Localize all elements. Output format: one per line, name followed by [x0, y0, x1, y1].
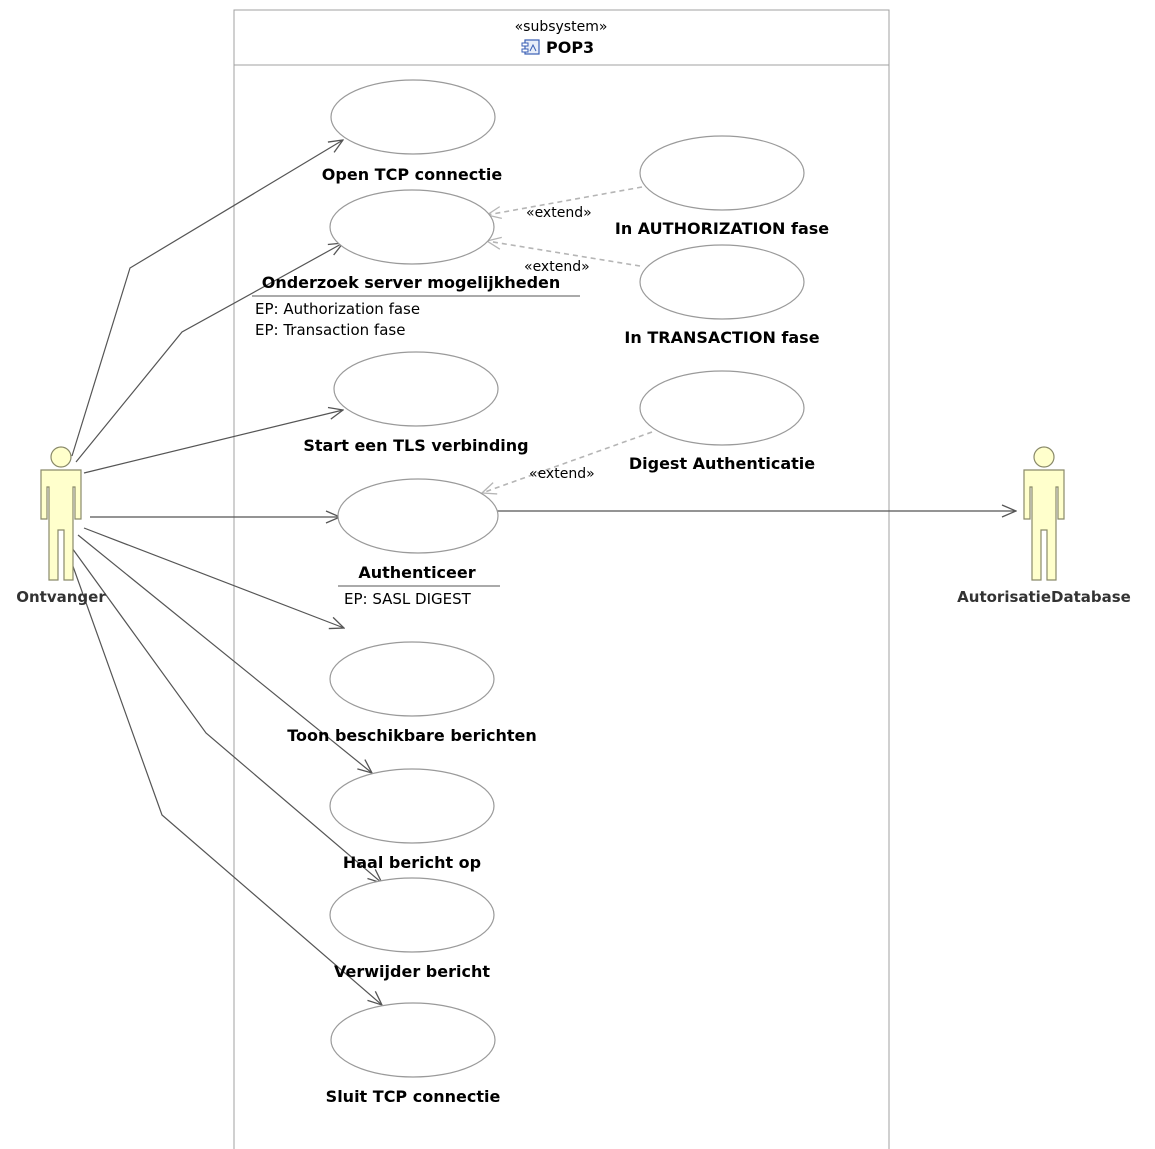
svg-text:Start een TLS verbinding: Start een TLS verbinding [303, 436, 528, 455]
use-case-verwijder[interactable]: Verwijder bericht [329, 877, 495, 981]
use-case-open-tcp[interactable]: Open TCP connectie [322, 79, 503, 184]
assoc-verwijder [71, 547, 382, 883]
actor-icon [1023, 446, 1065, 581]
ep-transaction: EP: Transaction fase [255, 321, 405, 339]
assoc-open-tcp [71, 140, 343, 457]
actor-ontvanger-name: Ontvanger [16, 588, 106, 606]
svg-text:Verwijder bericht: Verwijder bericht [334, 962, 490, 981]
svg-text:Toon beschikbare berichten: Toon beschikbare berichten [287, 726, 537, 745]
component-icon [521, 39, 540, 55]
use-case-digest[interactable]: Digest Authenticatie [629, 370, 815, 473]
associations [69, 140, 1016, 1005]
actor-ontvanger[interactable]: Ontvanger [16, 446, 106, 606]
ep-sasl-digest: EP: SASL DIGEST [344, 590, 472, 608]
actor-autorisatiedatabase-name: AutorisatieDatabase [957, 588, 1131, 606]
use-case-authenticeer[interactable]: Authenticeer EP: SASL DIGEST [337, 478, 500, 608]
assoc-sluit [69, 557, 382, 1005]
assoc-tls [83, 410, 343, 474]
svg-text:Authenticeer: Authenticeer [358, 563, 475, 582]
use-case-tls[interactable]: Start een TLS verbinding [303, 351, 529, 455]
use-case-toon[interactable]: Toon beschikbare berichten [287, 641, 537, 745]
use-case-in-transaction[interactable]: In TRANSACTION fase [624, 244, 820, 347]
svg-text:Onderzoek server mogelijkheden: Onderzoek server mogelijkheden [262, 273, 561, 292]
assoc-haal [77, 534, 372, 773]
subsystem-stereotype: «subsystem» [515, 19, 608, 35]
svg-text:Haal bericht op: Haal bericht op [343, 853, 481, 872]
extend-label-3: «extend» [529, 466, 595, 482]
ep-authorization: EP: Authorization fase [255, 300, 420, 318]
use-case-sluit[interactable]: Sluit TCP connectie [326, 1002, 501, 1106]
extend-label-1: «extend» [526, 205, 592, 221]
svg-text:Open TCP connectie: Open TCP connectie [322, 165, 503, 184]
extend-label-2: «extend» [524, 259, 590, 275]
actor-autorisatiedatabase[interactable]: AutorisatieDatabase [957, 446, 1131, 606]
svg-text:In AUTHORIZATION fase: In AUTHORIZATION fase [615, 219, 829, 238]
use-case-in-authorization[interactable]: In AUTHORIZATION fase [615, 135, 829, 238]
use-case-onderzoek[interactable]: Onderzoek server mogelijkheden EP: Autho… [252, 189, 580, 339]
use-case-haal[interactable]: Haal bericht op [329, 768, 495, 872]
actor-icon [40, 446, 82, 581]
svg-text:In TRANSACTION fase: In TRANSACTION fase [624, 328, 819, 347]
extend-relations [482, 186, 653, 493]
svg-text:Sluit TCP connectie: Sluit TCP connectie [326, 1087, 501, 1106]
subsystem-name: POP3 [546, 38, 594, 57]
assoc-toon [83, 527, 344, 628]
assoc-onderzoek [75, 243, 343, 463]
svg-text:Digest Authenticatie: Digest Authenticatie [629, 454, 815, 473]
